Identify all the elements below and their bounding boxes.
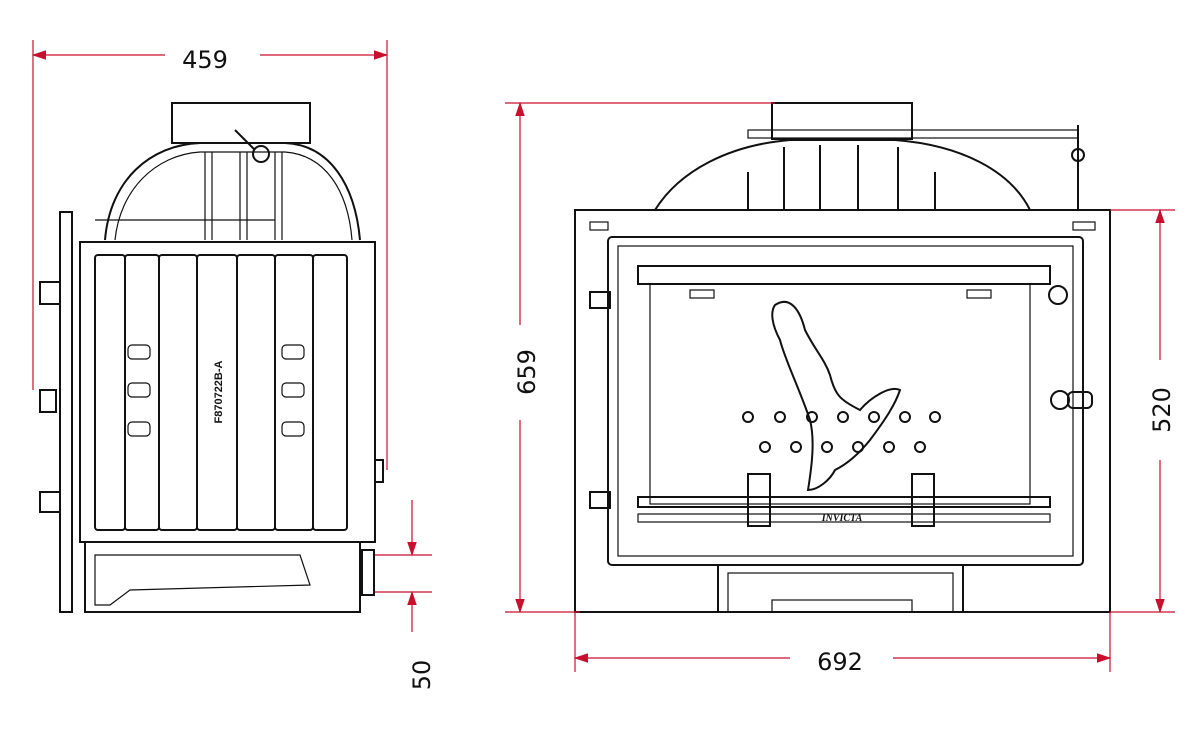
side-view: F870722B-A — [39, 102, 384, 613]
brand-logo: INVICTA — [821, 513, 863, 524]
part-code-label: F870722B-A — [213, 360, 225, 423]
front-view: INVICTA — [574, 102, 1111, 613]
dimension-front-height-total: 659 — [505, 101, 775, 614]
dimension-front-width: 692 — [573, 612, 1112, 676]
damper-knob-icon — [252, 145, 270, 163]
air-holes — [742, 411, 941, 453]
flame-graphic — [771, 300, 902, 492]
dimension-bottom-offset: 50 — [375, 500, 436, 690]
dimension-label-50: 50 — [408, 660, 436, 691]
dimension-label-692: 692 — [817, 648, 863, 676]
dimension-label-659: 659 — [513, 349, 541, 395]
dimension-label-459: 459 — [182, 46, 228, 74]
dimension-label-520: 520 — [1148, 387, 1176, 433]
dimension-side-width: 459 — [31, 40, 389, 470]
dimension-front-height-body: 520 — [1110, 208, 1176, 614]
